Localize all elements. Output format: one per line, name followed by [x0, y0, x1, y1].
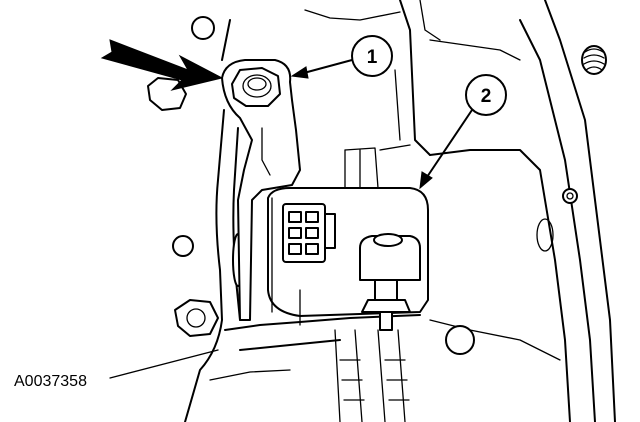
- callout-1: 1: [290, 35, 393, 79]
- electrical-connector-icon: [282, 203, 336, 263]
- figure-id: A0037358: [14, 349, 219, 390]
- pointer-arrow-icon: [100, 39, 224, 91]
- figure-id-label: A0037358: [14, 373, 87, 390]
- callout-2-label: 2: [481, 86, 492, 107]
- callout-1-label: 1: [367, 47, 378, 68]
- spring-icon: [581, 45, 607, 75]
- hex-nut-icon: [174, 299, 219, 337]
- bolt-icon: [231, 67, 281, 107]
- mounting-bracket: [221, 59, 301, 321]
- sensor-assembly: [267, 147, 429, 331]
- callout-2: 2: [419, 74, 507, 190]
